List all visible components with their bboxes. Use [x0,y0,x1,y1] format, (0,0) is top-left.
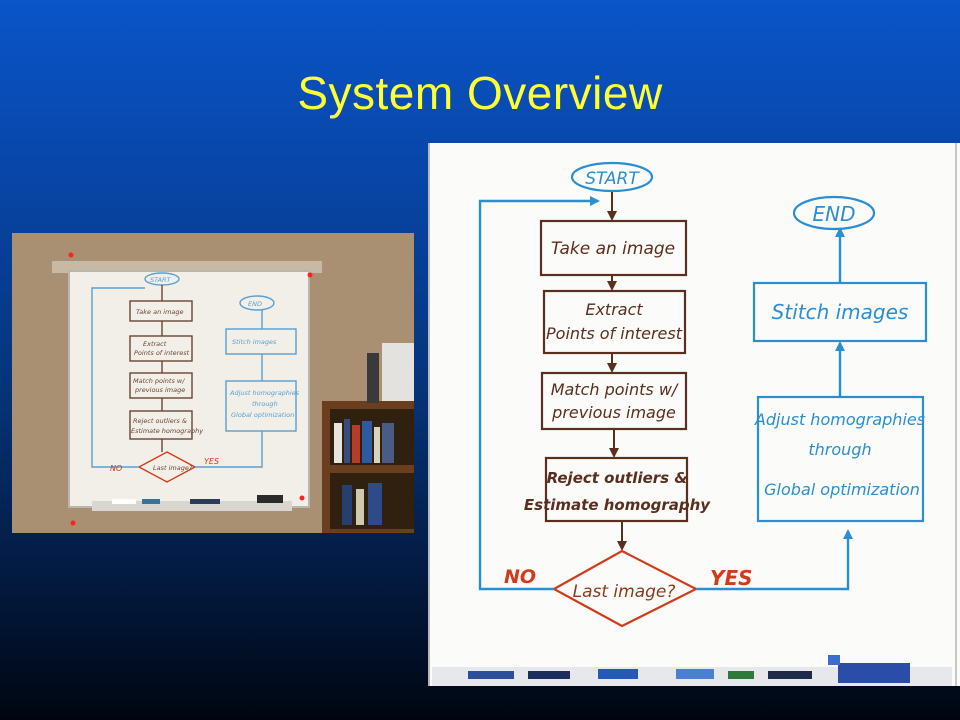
svg-text:previous image: previous image [134,386,185,394]
svg-text:NO: NO [110,464,122,473]
decision-label: Last image? [573,582,676,602]
start-label: START [585,169,640,189]
step-reject-line1: Reject outliers & [547,469,688,487]
yes-arrow [696,529,853,591]
step-reject [544,456,689,523]
svg-text:Adjust homographies: Adjust homographies [229,389,300,397]
svg-text:END: END [248,300,262,308]
step-extract-line1: Extract [585,300,643,319]
no-loop-arrow [478,196,600,591]
yes-label: YES [710,566,753,590]
no-label: NO [504,566,536,588]
step-take-image [539,219,688,277]
svg-text:Reject outliers &: Reject outliers & [133,417,187,425]
svg-text:Extract: Extract [143,340,167,348]
start-terminal [570,161,654,193]
step-match-line2: previous image [551,403,676,422]
svg-text:YES: YES [204,457,219,466]
whiteboard-flowchart-photo: START Take an image Extract Points of in… [428,143,960,686]
end-label: END [813,202,856,226]
step-adjust-line3: Global optimization [764,480,920,499]
svg-text:Points of interest: Points of interest [134,349,190,357]
step-adjust-line1: Adjust homographies [754,410,925,429]
step-extract-line2: Points of interest [546,324,683,343]
end-terminal [792,195,876,231]
svg-text:through: through [252,400,278,408]
svg-text:Last image?: Last image? [153,464,193,472]
svg-text:Match points w/: Match points w/ [133,377,185,385]
slide-title: System Overview [297,67,663,119]
svg-text:Estimate homography: Estimate homography [131,427,203,435]
whiteboard-room-photo: Take an image Extract Points of interest… [12,233,414,533]
step-reject-line2: Estimate homography [524,496,711,514]
step-stitch-label: Stitch images [772,300,909,324]
svg-text:START: START [150,276,171,284]
step-take-image-label: Take an image [551,239,675,259]
svg-text:Take an image: Take an image [136,308,184,316]
step-adjust-line2: through [808,440,871,459]
decision-last-image [551,549,699,628]
step-match-line1: Match points w/ [551,380,679,399]
step-extract [542,289,687,355]
svg-text:Stitch images: Stitch images [232,338,277,346]
svg-text:Global optimization: Global optimization [231,411,294,419]
